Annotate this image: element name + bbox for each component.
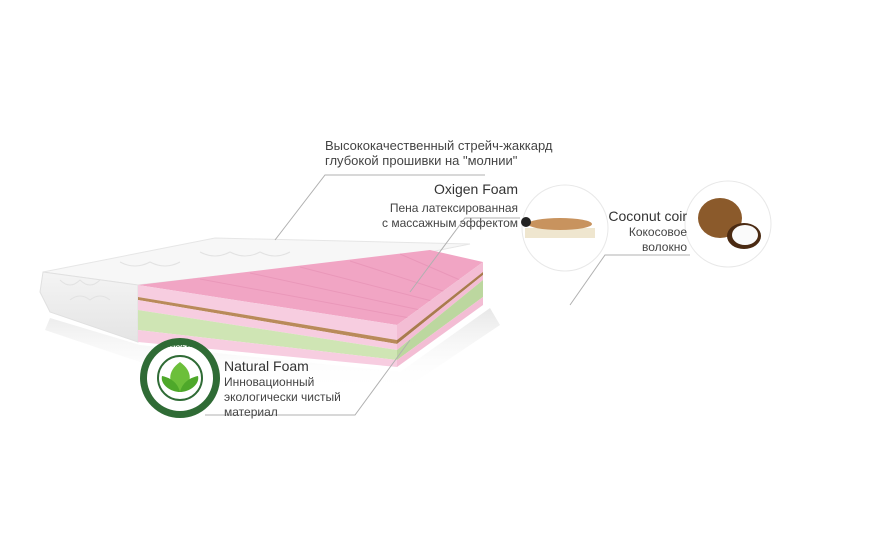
coconut-coir-line2: волокно [641,240,687,254]
oxigen-foam-line2: с массажным эффектом [381,216,518,230]
natural-foam-line2: экологически чистый [224,390,341,404]
oxigen-foam-label: Oxigen Foam Пена латексированная с масса… [382,181,518,231]
coconut-coir-label: Coconut coir Кокосовое волокно [608,208,687,255]
coconut-coir-title: Coconut coir [608,208,687,224]
natural-100-badge [140,338,220,418]
natural-foam-title: Natural Foam [224,358,309,374]
oxigen-foam-top-face [138,250,483,325]
cover-line2: глубокой прошивки на "молнии" [325,153,518,168]
natural-foam-line1: Инновационный [224,375,315,389]
callout-lines [205,174,690,416]
coconut-coir-line1: Кокосовое [628,225,687,239]
oxigen-foam-line1: Пена латексированная [389,201,518,215]
badge-text: NATURAL 100% [161,343,199,349]
cover-label: Высококачественный стрейч-жаккард глубок… [325,138,553,168]
mattress-shadow [45,308,500,392]
natural-foam-label: Natural Foam Инновационный экологически … [224,358,341,420]
coconut-image [684,180,772,268]
front-layers [138,285,397,367]
oxigen-foam-title: Oxigen Foam [433,181,518,197]
massage-effect-image [521,184,609,272]
cover-line1: Высококачественный стрейч-жаккард [325,138,553,153]
quilted-cover [39,237,471,343]
massage-ribs [199,253,461,319]
side-layers [397,262,483,367]
natural-foam-line3: материал [224,405,278,419]
